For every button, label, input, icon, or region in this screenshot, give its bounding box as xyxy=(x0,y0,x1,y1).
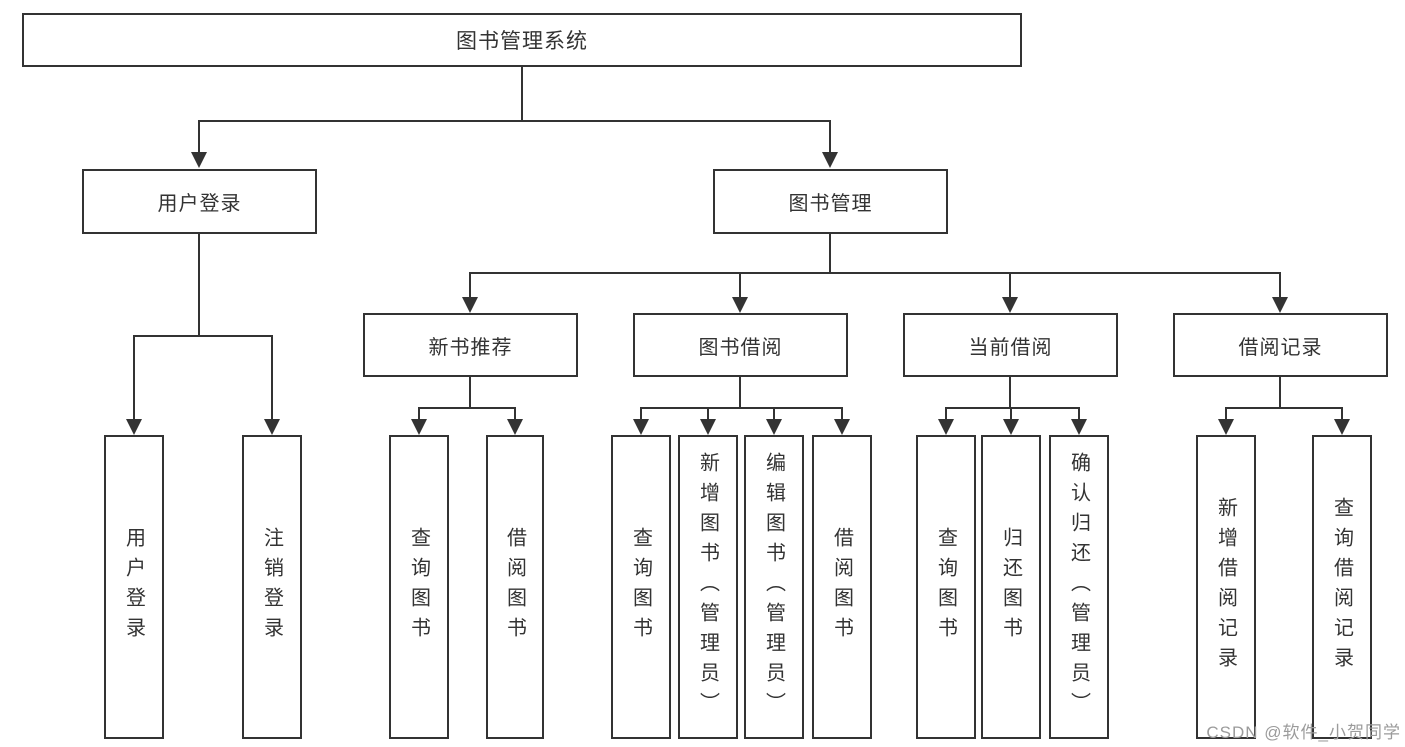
arrowhead-down-icon xyxy=(938,419,954,435)
arrowhead-down-icon xyxy=(1002,297,1018,313)
leaf-query-borrow-record: 查询借阅记录 xyxy=(1312,435,1372,739)
arrowhead-down-icon xyxy=(1218,419,1234,435)
connector-hline xyxy=(1225,407,1343,409)
csdn-watermark: CSDN @软件_小贺同学 xyxy=(1206,723,1401,742)
node-label: 新增图书（管理员） xyxy=(696,452,719,722)
node-label: 图书管理 xyxy=(788,193,873,215)
connector-vline xyxy=(198,122,200,154)
arrowhead-down-icon xyxy=(264,419,280,435)
connector-vline xyxy=(945,409,947,421)
node-label: 借阅图书 xyxy=(830,527,853,647)
connector-vline xyxy=(418,409,420,421)
leaf-logout: 注销登录 xyxy=(242,435,302,739)
node-label: 编辑图书（管理员） xyxy=(762,452,785,722)
connector-vline xyxy=(271,337,273,421)
connector-vline xyxy=(773,409,775,421)
connector-vline xyxy=(1009,274,1011,299)
leaf-borrow-books-borrow: 借阅图书 xyxy=(812,435,872,739)
connector-vline xyxy=(1279,377,1281,407)
connector-vline xyxy=(1010,409,1012,421)
connector-vline xyxy=(1279,274,1281,299)
connector-hline xyxy=(469,272,1281,274)
node-label: 当前借阅 xyxy=(968,336,1053,359)
node-new-book-recommend: 新书推荐 xyxy=(363,313,578,377)
connector-vline xyxy=(707,409,709,421)
connector-vline xyxy=(739,377,741,407)
arrowhead-down-icon xyxy=(191,152,207,168)
connector-vline xyxy=(521,67,523,120)
connector-vline xyxy=(1009,377,1011,407)
leaf-return-book: 归还图书 xyxy=(981,435,1041,739)
arrowhead-down-icon xyxy=(633,419,649,435)
connector-vline xyxy=(469,274,471,299)
arrowhead-down-icon xyxy=(126,419,142,435)
connector-hline xyxy=(198,120,831,122)
connector-vline xyxy=(198,234,200,335)
leaf-borrow-books-recommend: 借阅图书 xyxy=(486,435,544,739)
arrowhead-down-icon xyxy=(732,297,748,313)
connector-hline xyxy=(133,335,273,337)
arrowhead-down-icon xyxy=(700,419,716,435)
node-book-management: 图书管理 xyxy=(713,169,948,234)
node-label: 查询图书 xyxy=(934,527,957,647)
node-library-system: 图书管理系统 xyxy=(22,13,1022,67)
node-current-borrow: 当前借阅 xyxy=(903,313,1118,377)
connector-vline xyxy=(133,337,135,421)
node-label: 图书管理系统 xyxy=(456,30,588,53)
arrowhead-down-icon xyxy=(822,152,838,168)
leaf-add-book-admin: 新增图书（管理员） xyxy=(678,435,738,739)
node-label: 查询借阅记录 xyxy=(1330,497,1353,677)
node-label: 新增借阅记录 xyxy=(1214,497,1237,677)
leaf-edit-book-admin: 编辑图书（管理员） xyxy=(744,435,804,739)
connector-vline xyxy=(640,409,642,421)
arrowhead-down-icon xyxy=(507,419,523,435)
connector-hline xyxy=(418,407,516,409)
node-label: 确认归还（管理员） xyxy=(1067,452,1090,722)
arrowhead-down-icon xyxy=(1334,419,1350,435)
leaf-query-books-current: 查询图书 xyxy=(916,435,976,739)
node-label: 归还图书 xyxy=(999,527,1022,647)
leaf-user-login: 用户登录 xyxy=(104,435,164,739)
arrowhead-down-icon xyxy=(1071,419,1087,435)
node-label: 查询图书 xyxy=(407,527,430,647)
arrowhead-down-icon xyxy=(1272,297,1288,313)
connector-vline xyxy=(829,234,831,272)
node-label: 图书借阅 xyxy=(698,336,783,359)
node-book-borrow: 图书借阅 xyxy=(633,313,848,377)
node-label: 查询图书 xyxy=(629,527,652,647)
arrowhead-down-icon xyxy=(1003,419,1019,435)
connector-vline xyxy=(469,377,471,407)
connector-hline xyxy=(945,407,1080,409)
connector-vline xyxy=(841,409,843,421)
connector-vline xyxy=(1341,409,1343,421)
leaf-add-borrow-record: 新增借阅记录 xyxy=(1196,435,1256,739)
leaf-query-books-borrow: 查询图书 xyxy=(611,435,671,739)
leaf-confirm-return-admin: 确认归还（管理员） xyxy=(1049,435,1109,739)
node-label: 借阅图书 xyxy=(503,527,526,647)
arrowhead-down-icon xyxy=(766,419,782,435)
node-borrow-records: 借阅记录 xyxy=(1173,313,1388,377)
node-label: 用户登录 xyxy=(122,527,145,647)
node-label: 借阅记录 xyxy=(1238,336,1323,359)
node-label: 新书推荐 xyxy=(428,336,513,359)
leaf-query-books-recommend: 查询图书 xyxy=(389,435,449,739)
connector-vline xyxy=(1225,409,1227,421)
node-label: 用户登录 xyxy=(157,193,242,215)
node-label: 注销登录 xyxy=(260,527,283,647)
connector-vline xyxy=(829,122,831,154)
connector-vline xyxy=(514,409,516,421)
arrowhead-down-icon xyxy=(411,419,427,435)
arrowhead-down-icon xyxy=(462,297,478,313)
connector-vline xyxy=(739,274,741,299)
node-user-login: 用户登录 xyxy=(82,169,317,234)
connector-vline xyxy=(1078,409,1080,421)
connector-hline xyxy=(640,407,843,409)
arrowhead-down-icon xyxy=(834,419,850,435)
